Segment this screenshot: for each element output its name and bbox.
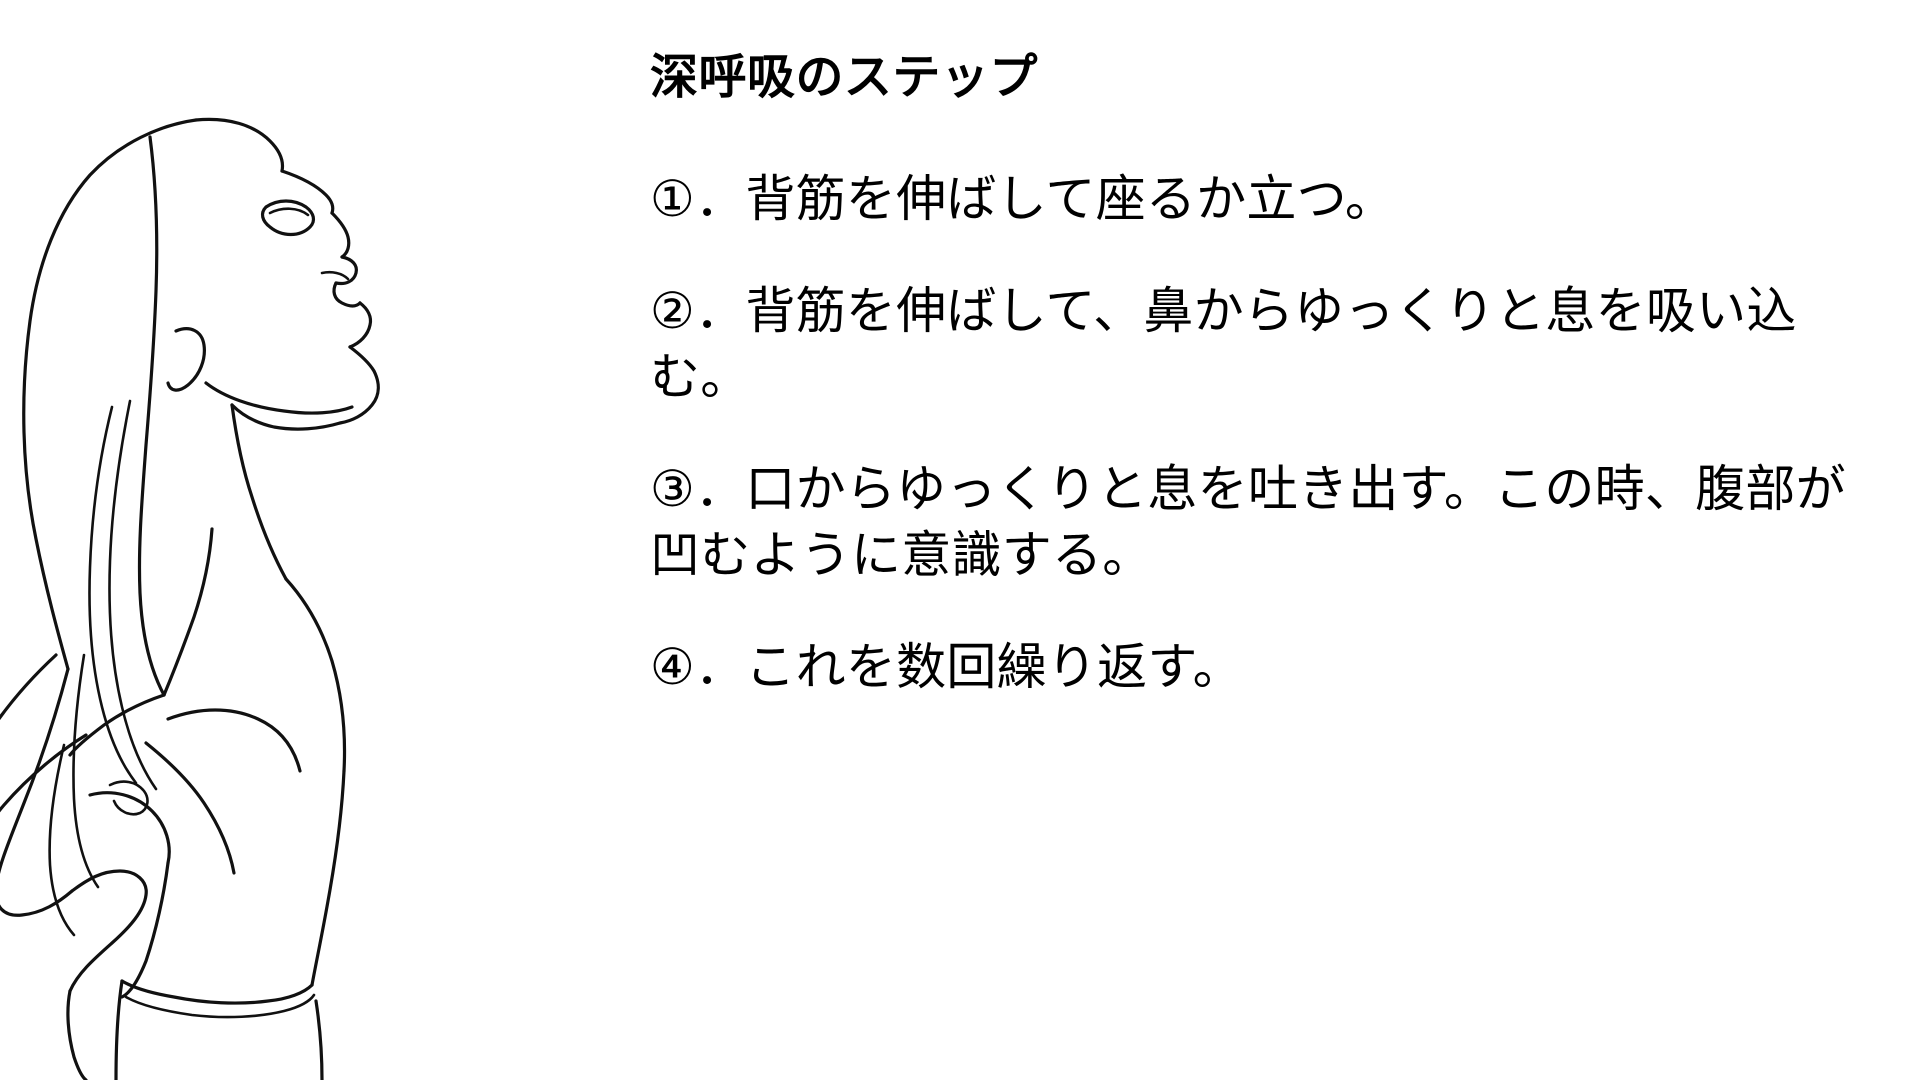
step-3-text: ③．口からゆっくりと息を吐き出す。この時、腹部が凹むように意識する。 xyxy=(650,461,1846,583)
step-2-text: ②．背筋を伸ばして、鼻からゆっくりと息を吸い込む。 xyxy=(650,283,1797,405)
list-item-step-2: ②．背筋を伸ばして、鼻からゆっくりと息を吸い込む。 xyxy=(650,278,1860,410)
list-item-step-4: ④．これを数回繰り返す。 xyxy=(650,634,1860,700)
list-item-step-1: ①．背筋を伸ばして座るか立つ。 xyxy=(650,166,1860,232)
woman-breathing-line-art-icon xyxy=(0,117,380,1080)
text-pane: 深呼吸のステップ ①．背筋を伸ばして座るか立つ。 ②．背筋を伸ばして、鼻からゆっ… xyxy=(520,0,1920,1080)
steps-list: ①．背筋を伸ばして座るか立つ。 ②．背筋を伸ばして、鼻からゆっくりと息を吸い込む… xyxy=(650,166,1860,700)
step-4-text: ④．これを数回繰り返す。 xyxy=(650,639,1243,695)
list-item-step-3: ③．口からゆっくりと息を吐き出す。この時、腹部が凹むように意識する。 xyxy=(650,456,1860,588)
step-1-text: ①．背筋を伸ばして座るか立つ。 xyxy=(650,171,1396,227)
illustration-pane xyxy=(0,0,520,1080)
page-title: 深呼吸のステップ xyxy=(650,51,1038,104)
